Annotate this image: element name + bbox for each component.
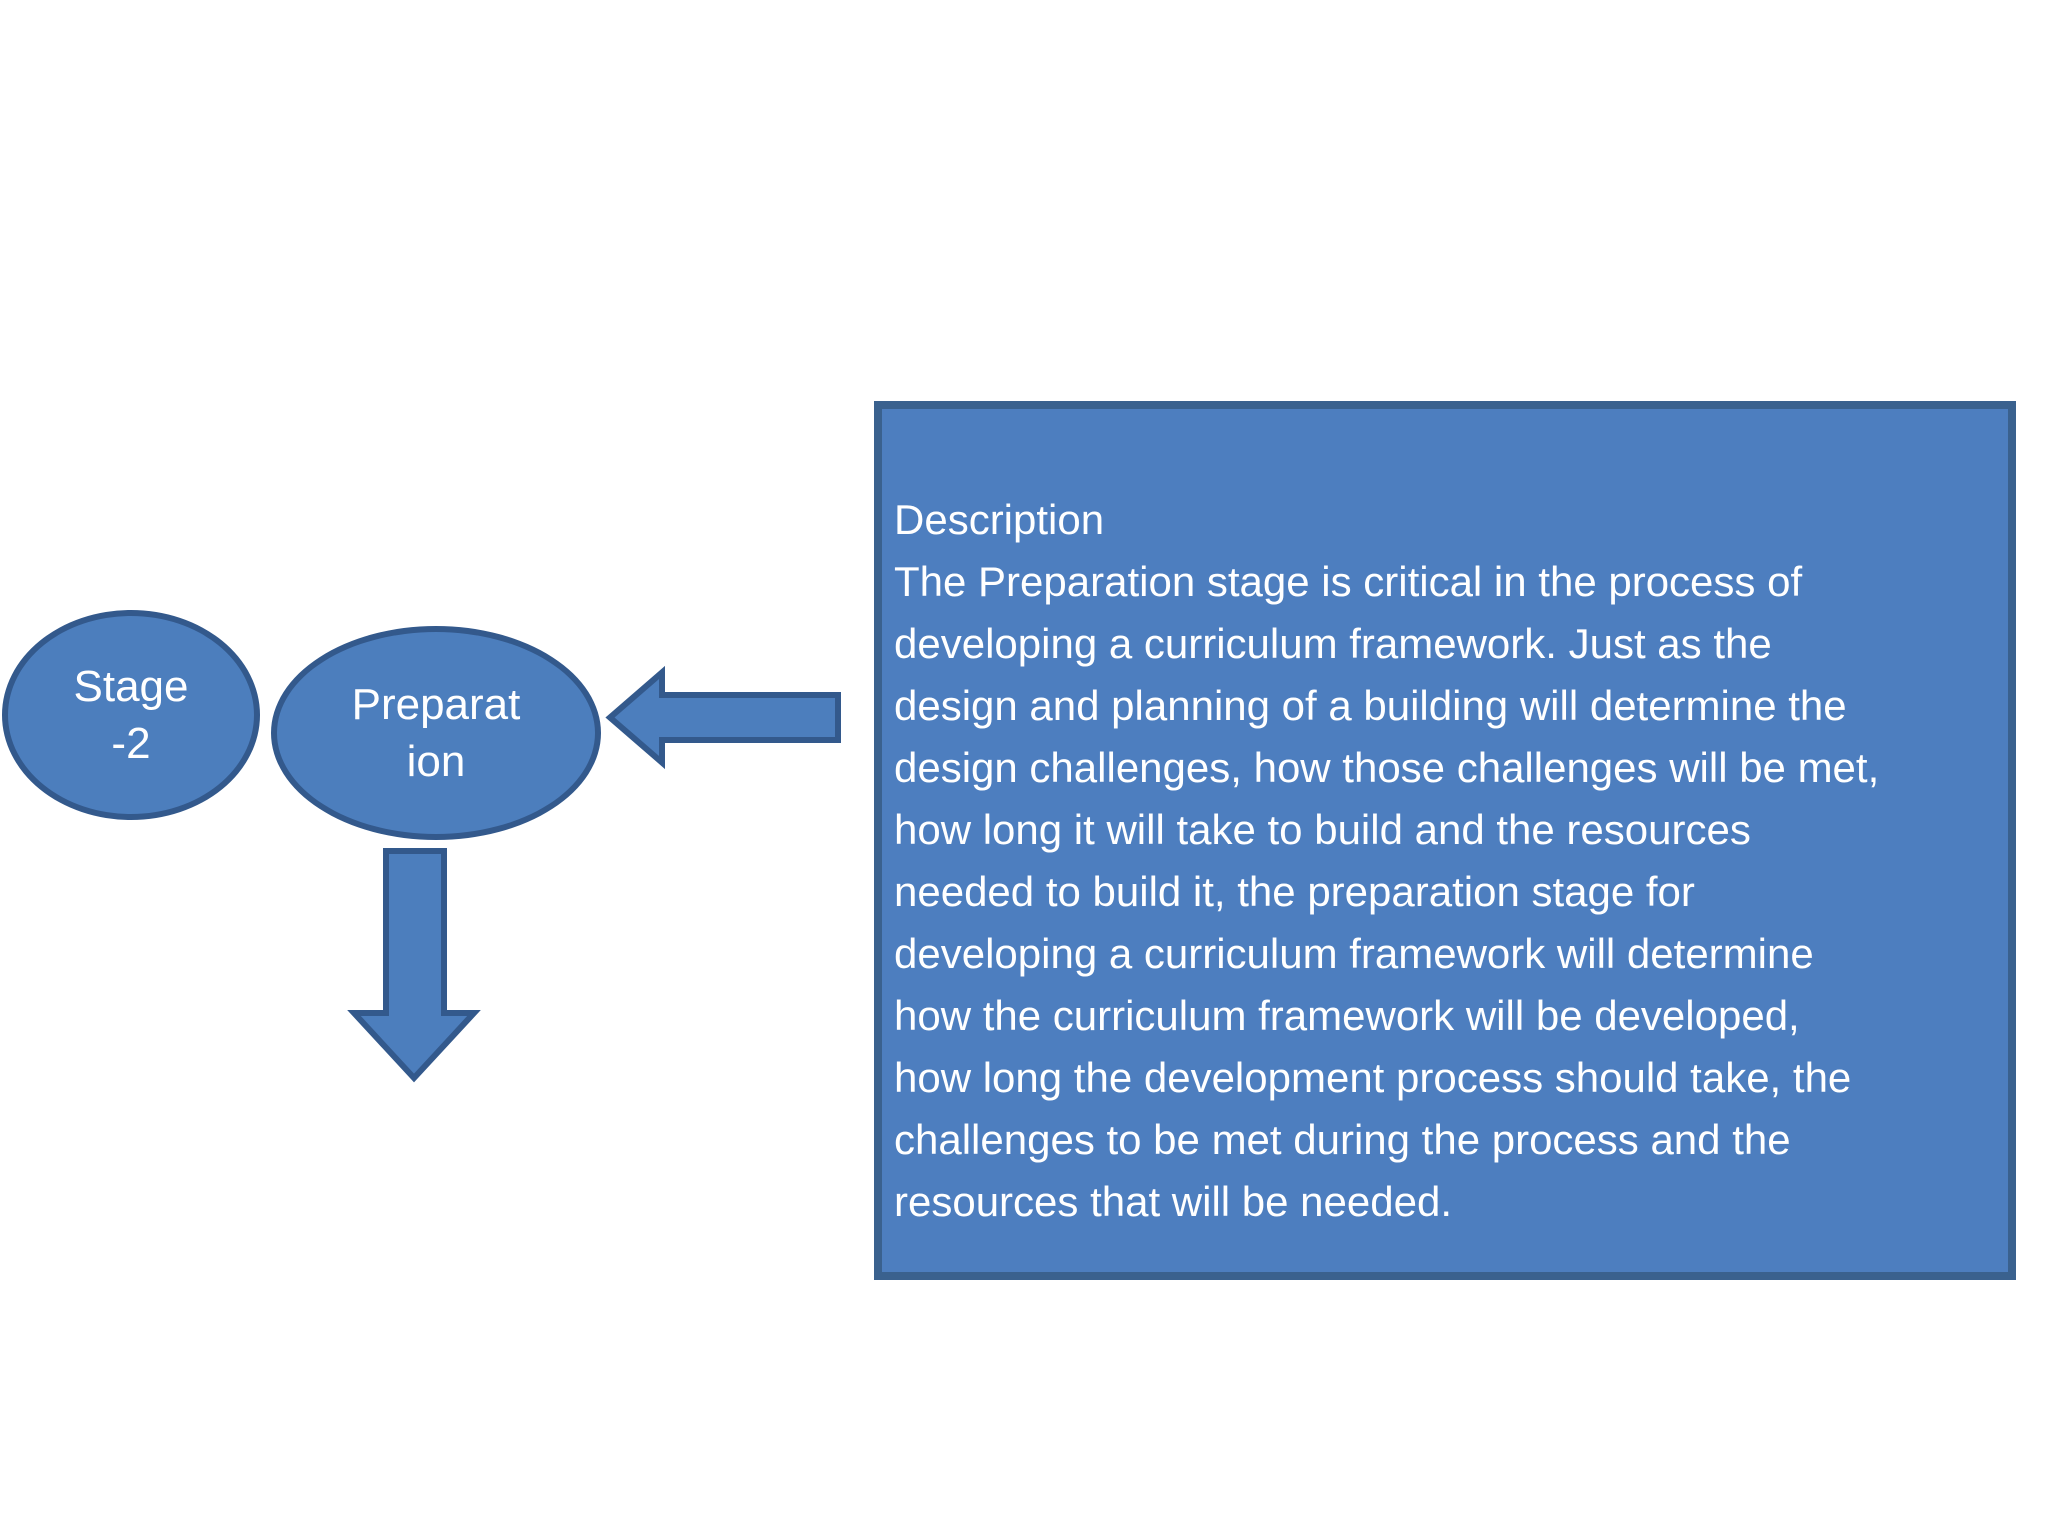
description-text-line: developing a curriculum framework will d… bbox=[894, 930, 1814, 977]
stage-2-label: Stage -2 bbox=[73, 662, 189, 768]
description-text-line: resources that will be needed. bbox=[894, 1178, 1452, 1225]
description-text-line: how the curriculum framework will be dev… bbox=[894, 992, 1800, 1039]
description-text-line: needed to build it, the preparation stag… bbox=[894, 868, 1695, 915]
down-arrow bbox=[347, 848, 481, 1083]
preparation-label: Preparat ion bbox=[351, 680, 521, 786]
stage-2-ellipse: Stage -2 bbox=[2, 610, 260, 820]
left-arrow bbox=[605, 665, 841, 770]
description-text-line: challenges to be met during the process … bbox=[894, 1116, 1791, 1163]
description-text-line: design and planning of a building will d… bbox=[894, 682, 1847, 729]
description-text-line: developing a curriculum framework. Just … bbox=[894, 620, 1772, 667]
description-text-line: The Preparation stage is critical in the… bbox=[894, 558, 1803, 605]
preparation-ellipse: Preparat ion bbox=[271, 626, 601, 840]
description-text-line: design challenges, how those challenges … bbox=[894, 744, 1880, 791]
description-title: Description bbox=[894, 496, 1105, 543]
description-text-line: how long the development process should … bbox=[894, 1054, 1852, 1101]
description-box: Description The Preparation stage is cri… bbox=[874, 401, 2016, 1280]
description-text-line: how long it will take to build and the r… bbox=[894, 806, 1751, 853]
